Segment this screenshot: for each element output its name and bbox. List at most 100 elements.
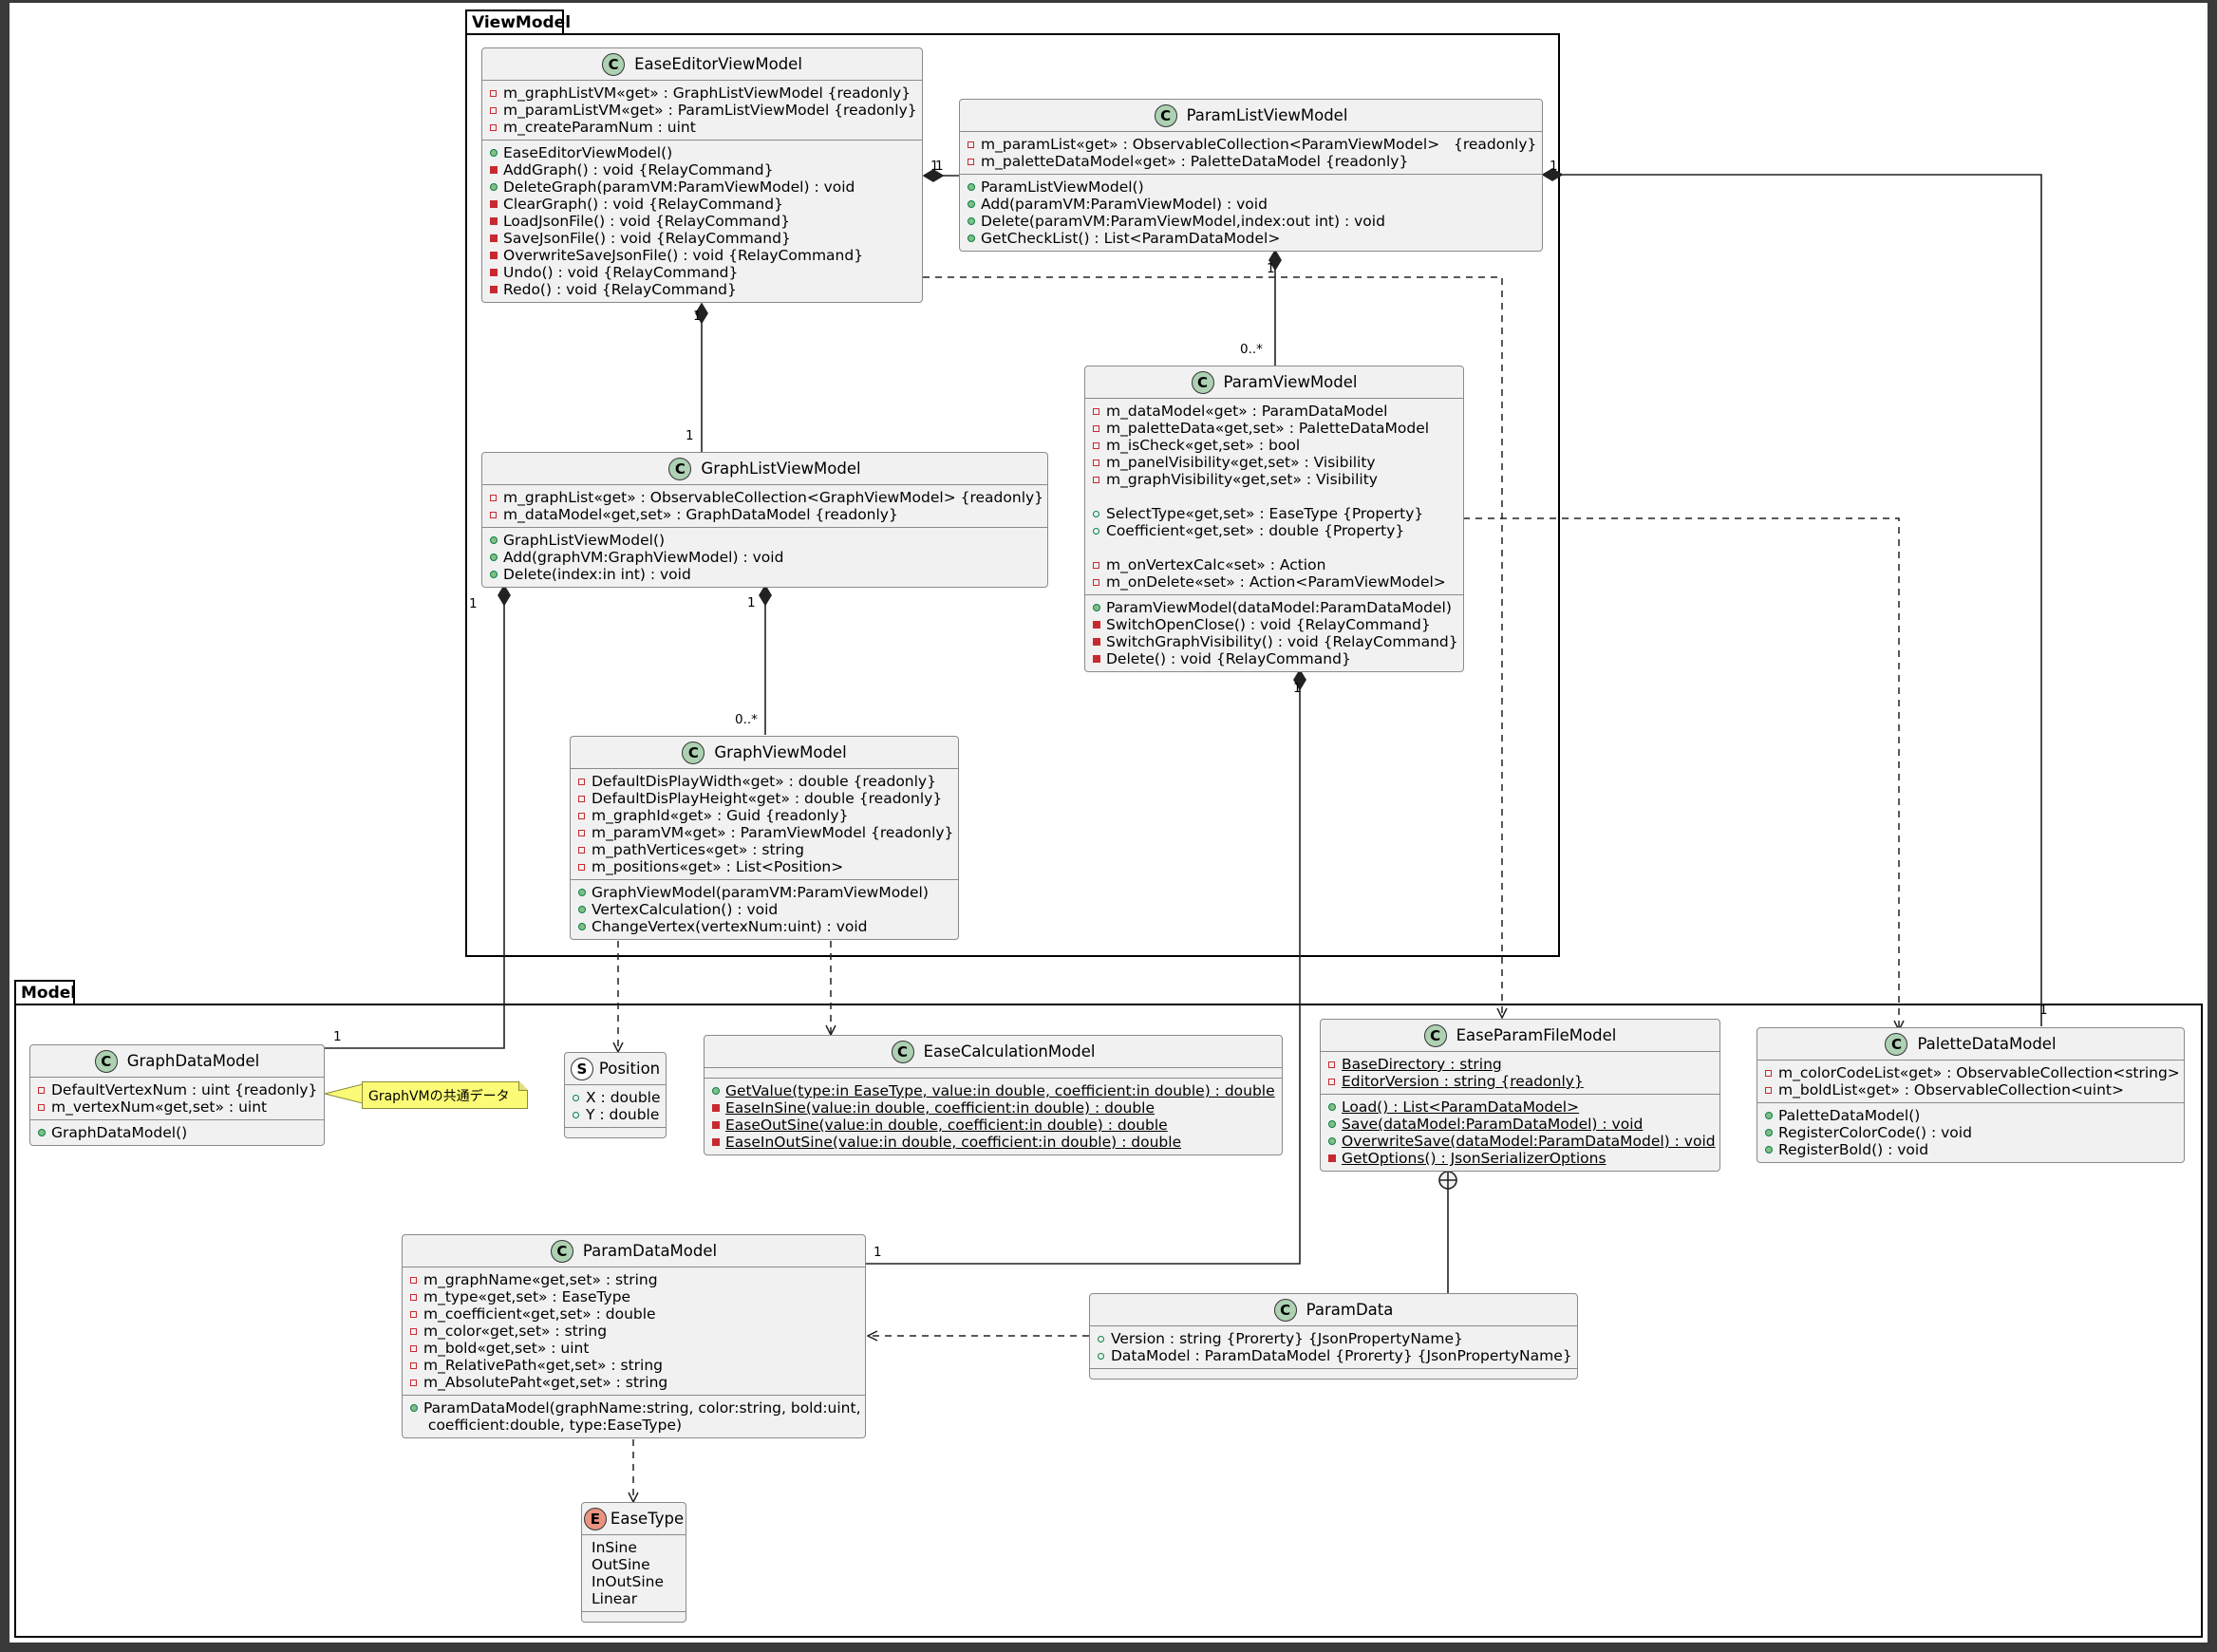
private-method-icon <box>712 1138 723 1146</box>
public-field-icon <box>573 1095 584 1101</box>
multiplicity-label: 1 <box>469 596 478 611</box>
empty-methods-section <box>582 1612 686 1622</box>
private-field-icon <box>578 847 590 854</box>
method-row: PaletteDataModel() <box>1765 1107 2176 1124</box>
field-spacer <box>1093 539 1456 556</box>
private-field-icon <box>1093 460 1104 466</box>
method-row: RegisterColorCode() : void <box>1765 1124 2176 1141</box>
multiplicity-label: 1 <box>930 159 939 174</box>
package-tab-viewmodel: ViewModel <box>465 9 571 34</box>
class-ease-param-file-model[interactable]: C EaseParamFileModel BaseDirectory : stri… <box>1320 1019 1720 1172</box>
method-row: Redo() : void {RelayCommand} <box>490 281 914 298</box>
class-stereotype-icon: C <box>1191 370 1214 394</box>
private-field-icon <box>1093 442 1104 449</box>
private-method-icon <box>490 252 501 259</box>
private-field-icon <box>410 1345 422 1352</box>
enum-value: InSine <box>592 1539 637 1556</box>
private-method-icon <box>490 269 501 276</box>
method-row: GetCheckList() : List<ParamDataModel> <box>968 230 1534 247</box>
field-row: m_graphName«get,set» : string <box>410 1271 857 1288</box>
public-method-icon <box>1328 1120 1340 1128</box>
public-method-icon <box>1328 1103 1340 1111</box>
public-method-icon <box>968 217 979 225</box>
public-method-icon <box>490 571 501 578</box>
public-method-icon <box>578 906 590 913</box>
private-method-icon <box>712 1121 723 1129</box>
composition-paramvm-paramdata <box>866 668 1306 1265</box>
composition-editor-graphlist <box>695 302 708 452</box>
note-graphvm-shared-data: GraphVMの共通データ <box>362 1081 528 1109</box>
class-stereotype-icon: C <box>682 741 705 764</box>
private-method-icon <box>1093 638 1104 646</box>
public-field-icon <box>573 1112 584 1118</box>
empty-methods-section <box>565 1128 666 1137</box>
method-row: EaseInOutSine(value:in double, coefficie… <box>712 1134 1274 1151</box>
method-row: DeleteGraph(paramVM:ParamViewModel) : vo… <box>490 178 914 196</box>
method-row: ParamDataModel(graphName:string, color:s… <box>410 1399 861 1417</box>
method-row: VertexCalculation() : void <box>578 901 950 918</box>
field-row: Version : string {Prorerty} {JsonPropert… <box>1098 1330 1569 1347</box>
private-method-icon <box>1328 1155 1340 1162</box>
field-row: BaseDirectory : string <box>1328 1056 1712 1073</box>
class-name: EaseParamFileModel <box>1456 1026 1617 1044</box>
field-row: m_bold«get,set» : uint <box>410 1340 857 1357</box>
multiplicity-label: 0..* <box>1240 342 1263 357</box>
field-row: m_vertexNum«get,set» : uint <box>38 1098 316 1116</box>
multiplicity-label: 1 <box>747 595 756 610</box>
field-row: m_AbsolutePaht«get,set» : string <box>410 1374 857 1391</box>
private-field-icon <box>410 1362 422 1369</box>
method-row: Delete(paramVM:ParamViewModel,index:out … <box>968 213 1534 230</box>
field-row: m_paramList«get» : ObservableCollection<… <box>968 136 1536 153</box>
field-row: m_color«get,set» : string <box>410 1323 857 1340</box>
method-row: LoadJsonFile() : void {RelayCommand} <box>490 213 914 230</box>
package-label-model: Model <box>21 984 77 1003</box>
method-row: Delete(index:in int) : void <box>490 566 1040 583</box>
field-row: m_createParamNum : uint <box>490 119 914 136</box>
method-row: Add(graphVM:GraphViewModel) : void <box>490 549 1040 566</box>
multiplicity-label: 1 <box>1550 159 1558 174</box>
dependency-lines <box>618 276 1899 1502</box>
private-field-icon <box>1328 1061 1340 1068</box>
package-label-viewmodel: ViewModel <box>472 13 572 32</box>
multiplicity-label: 1 <box>874 1245 882 1260</box>
package-model <box>14 1004 2203 1638</box>
public-method-icon <box>578 923 590 930</box>
nested-paramfile-paramdata <box>1438 1171 1457 1293</box>
field-row: m_paletteDataModel«get» : PaletteDataMod… <box>968 153 1534 170</box>
public-method-icon <box>968 183 979 191</box>
class-name: ParamData <box>1306 1301 1394 1319</box>
field-row: m_dataModel«get,set» : GraphDataModel {r… <box>490 506 1040 523</box>
package-tab-model: Model <box>14 980 77 1004</box>
class-stereotype-icon: C <box>1423 1023 1447 1047</box>
public-field-icon <box>1093 528 1104 535</box>
private-method-icon <box>1093 621 1104 629</box>
method-row: OverwriteSaveJsonFile() : void {RelayCom… <box>490 247 914 264</box>
private-field-icon <box>490 90 501 97</box>
method-row: OverwriteSave(dataModel:ParamDataModel) … <box>1328 1133 1716 1150</box>
field-row: m_positions«get» : List<Position> <box>578 858 950 875</box>
composition-paramlist-paramvm <box>1268 249 1282 366</box>
private-field-icon <box>968 141 979 148</box>
class-name: EaseEditorViewModel <box>634 55 802 73</box>
field-row: DefaultVertexNum : uint {readonly} <box>38 1081 317 1098</box>
public-method-icon <box>712 1087 723 1095</box>
private-field-icon <box>490 124 501 131</box>
method-row: EaseOutSine(value:in double, coefficient… <box>712 1117 1274 1134</box>
public-method-icon <box>490 554 501 561</box>
private-field-icon <box>38 1087 49 1094</box>
private-field-icon <box>578 813 590 819</box>
method-row: Save(dataModel:ParamDataModel) : void <box>1328 1116 1712 1133</box>
